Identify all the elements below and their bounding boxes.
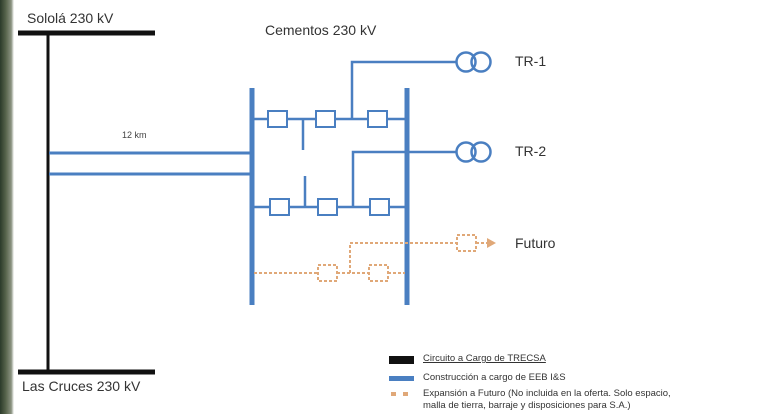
futuro-label: Futuro (515, 235, 556, 251)
bay2-breaker-3 (369, 198, 390, 216)
legend-tresa-text: Circuito a Cargo de TRECSA (423, 353, 546, 364)
distance-label: 12 km (122, 130, 147, 140)
tr2-transformer-icon (455, 141, 492, 163)
legend-eeb-text: Construcción a cargo de EEB I&S (423, 372, 566, 383)
futuro-expansion (254, 234, 488, 282)
tr2-connection (351, 150, 458, 207)
legend-swatch-tresa (389, 356, 414, 364)
tr1-label: TR-1 (515, 53, 547, 69)
bay2-breaker-1 (269, 198, 290, 216)
tr1-connection (350, 60, 458, 119)
solola-label: Sololá 230 kV (27, 10, 114, 26)
bay1-breaker-2 (315, 110, 336, 128)
legend-futuro-text-2: malla de tierra, barraje y disposiciones… (423, 400, 631, 411)
tr1-transformer-icon (455, 51, 492, 73)
legend-swatch-futuro (391, 392, 408, 396)
legend-futuro-text: Expansión a Futuro (No incluida en la of… (423, 388, 671, 399)
cementos-label: Cementos 230 kV (265, 22, 377, 38)
las-cruces-label: Las Cruces 230 kV (22, 378, 141, 394)
tr2-label: TR-2 (515, 143, 547, 159)
futuro-arrow-icon (487, 238, 496, 248)
legend-swatch-eeb (389, 376, 414, 381)
bay1-breaker-3 (367, 110, 388, 128)
bay1-breaker-1 (267, 110, 288, 128)
bay2-breaker-2 (317, 198, 338, 216)
photo-edge-strip (0, 0, 14, 414)
